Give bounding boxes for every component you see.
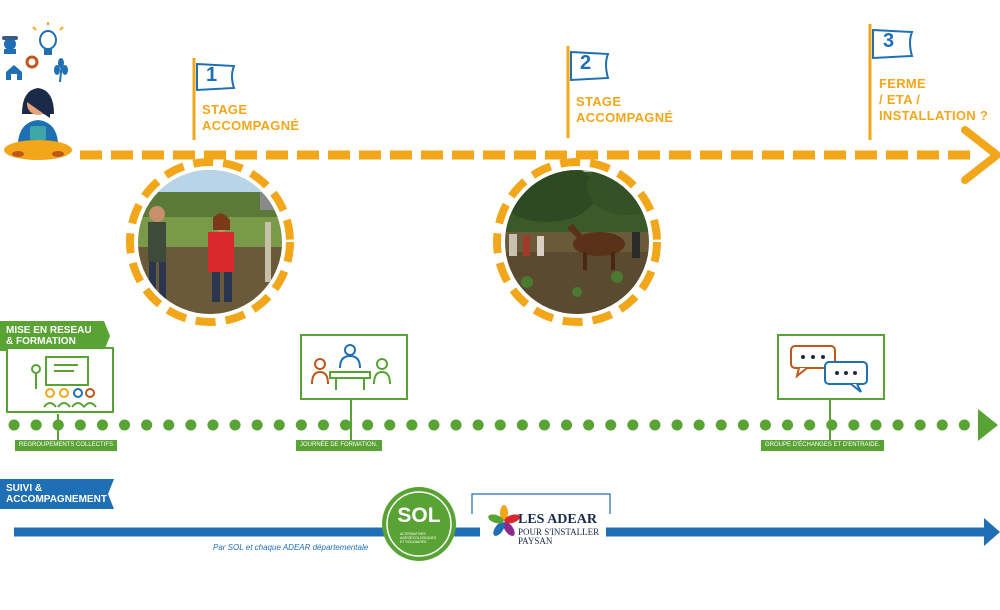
adear-subtitle: POUR S'INSTALLER PAYSAN bbox=[518, 528, 599, 546]
step-3-number: 3 bbox=[883, 30, 895, 52]
support-banner: SUIVI & ACCOMPAGNEMENT bbox=[6, 483, 107, 505]
chat-box bbox=[777, 334, 885, 400]
adear-flower-icon bbox=[488, 505, 520, 536]
label-journee-formation: JOURNÉE DE FORMATION. bbox=[296, 440, 382, 451]
sol-logo bbox=[382, 487, 456, 561]
support-by-text: Par SOL et chaque ADEAR départementale bbox=[213, 543, 369, 552]
green-arrow-head bbox=[978, 409, 998, 441]
orange-arrow-head bbox=[961, 126, 1000, 184]
wheat-icon bbox=[54, 58, 68, 83]
support-banner-shape bbox=[0, 479, 114, 509]
sol-tagline-3: ET SOLIDAIRES bbox=[400, 540, 427, 544]
sol-tagline-2: AGROÉCOLOGIQUES bbox=[400, 536, 437, 540]
network-banner-line1: MISE EN RESEAU bbox=[6, 325, 92, 336]
step-1-label-line2: ACCOMPAGNÉ bbox=[202, 118, 300, 133]
step-2-number: 2 bbox=[580, 52, 592, 74]
step-2-label: STAGE ACCOMPAGNÉ bbox=[576, 94, 673, 126]
farmer-head-icon bbox=[2, 36, 18, 54]
step-3-label-line1: FERME bbox=[879, 76, 926, 91]
gear-icon bbox=[25, 55, 39, 69]
label-regroupements: REGROUPEMENTS COLLECTIFS bbox=[15, 440, 118, 451]
meeting-box bbox=[300, 334, 408, 400]
step-1-number: 1 bbox=[206, 64, 218, 86]
adear-logo-box bbox=[471, 493, 611, 560]
support-banner-line1: SUIVI & bbox=[6, 483, 43, 494]
adear-subtitle-1: POUR S'INSTALLER bbox=[518, 527, 600, 537]
presentation-box bbox=[6, 347, 114, 413]
step-3-label-line3: INSTALLATION ? bbox=[879, 108, 989, 123]
adear-subtitle-2: PAYSAN bbox=[518, 536, 553, 546]
barn-icon bbox=[6, 65, 22, 80]
step-3-label-line2: / ETA / bbox=[879, 92, 921, 107]
presentation-icon bbox=[31, 356, 97, 408]
sol-tagline: ALTERNATIVES AGROÉCOLOGIQUES ET SOLIDAIR… bbox=[400, 532, 436, 544]
person-thinking-illustration bbox=[2, 22, 72, 160]
label-groupe-echanges: GROUPE D'ÉCHANGES ET D'ENTRAIDE. bbox=[761, 440, 885, 451]
step-1-label-line1: STAGE bbox=[202, 102, 248, 117]
step-1-label: STAGE ACCOMPAGNÉ bbox=[202, 102, 299, 134]
chat-bubbles-icon bbox=[790, 345, 868, 393]
support-banner-line2: ACCOMPAGNEMENT bbox=[6, 494, 107, 505]
photo-stage-1 bbox=[126, 158, 294, 326]
step-3-label: FERME / ETA / INSTALLATION ? bbox=[879, 76, 988, 124]
flag-1-icon bbox=[196, 62, 236, 92]
orange-path-arrow bbox=[80, 24, 1000, 184]
network-banner-shape bbox=[0, 321, 110, 351]
network-path-arrow bbox=[8, 400, 998, 441]
network-banner-line2: & FORMATION bbox=[6, 336, 76, 347]
step-2-label-line1: STAGE bbox=[576, 94, 622, 109]
flag-2-icon bbox=[570, 50, 610, 82]
sol-logo-text: SOL bbox=[397, 504, 441, 527]
network-banner: MISE EN RESEAU & FORMATION bbox=[6, 325, 92, 347]
flag-3-icon bbox=[872, 28, 914, 60]
lightbulb-icon bbox=[32, 22, 64, 55]
blue-arrow-head bbox=[984, 518, 1000, 546]
step-2-label-line2: ACCOMPAGNÉ bbox=[576, 110, 674, 125]
person-icon bbox=[4, 88, 72, 160]
meeting-table-icon bbox=[311, 344, 391, 390]
photo-stage-2 bbox=[493, 158, 661, 326]
sol-tagline-1: ALTERNATIVES bbox=[400, 532, 426, 536]
adear-title: LES ADEAR bbox=[518, 512, 597, 527]
